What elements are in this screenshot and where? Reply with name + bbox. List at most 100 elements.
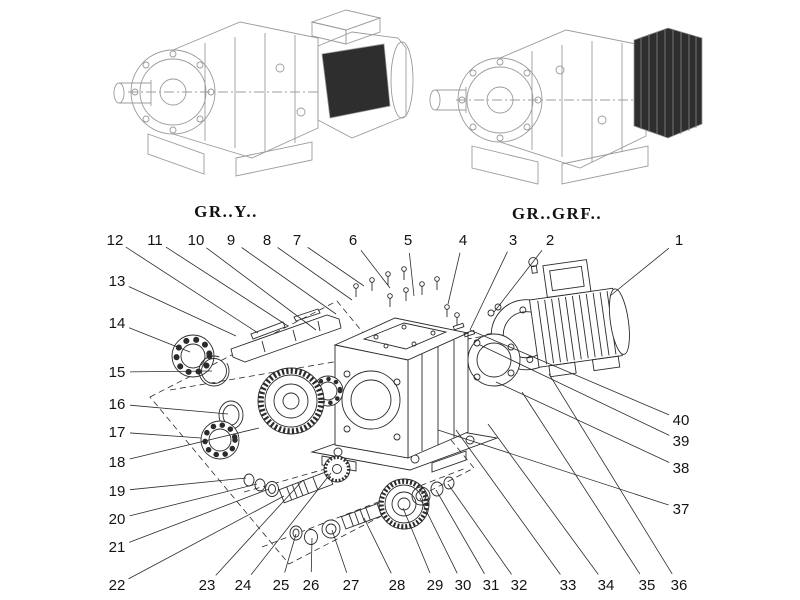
part-number-2: 2 bbox=[546, 232, 554, 249]
cover-bolts bbox=[353, 266, 460, 325]
part-number-13: 13 bbox=[109, 273, 126, 290]
output-shaft bbox=[429, 87, 467, 113]
leader-line-15 bbox=[129, 370, 213, 373]
leader-line-21 bbox=[129, 488, 270, 543]
motor bbox=[486, 257, 630, 378]
input-shaft-assembly bbox=[230, 308, 342, 363]
leader-line-1 bbox=[609, 247, 670, 297]
assembled-view-gr-grf bbox=[429, 27, 703, 185]
part-number-14: 14 bbox=[109, 315, 126, 332]
shaft-key bbox=[250, 321, 286, 340]
part-number-39: 39 bbox=[673, 433, 690, 450]
part-number-33: 33 bbox=[560, 577, 577, 594]
leader-line-3 bbox=[469, 251, 508, 331]
motor-assembled bbox=[310, 9, 414, 139]
leader-line-11 bbox=[165, 246, 289, 327]
leader-line-35 bbox=[521, 391, 641, 575]
leader-line-7 bbox=[307, 247, 365, 287]
inspection-cover bbox=[362, 322, 448, 350]
pinion-shaft bbox=[278, 470, 334, 504]
leader-line-23 bbox=[215, 479, 304, 576]
leader-line-20 bbox=[129, 483, 258, 517]
leader-line-37 bbox=[437, 429, 669, 506]
leader-line-32 bbox=[447, 483, 512, 575]
leader-line-4 bbox=[447, 252, 461, 305]
leader-line-8 bbox=[277, 247, 353, 301]
motor-foot bbox=[591, 355, 621, 372]
fan-cover bbox=[608, 288, 630, 355]
output-gear bbox=[378, 478, 430, 530]
output-shaft bbox=[113, 80, 152, 106]
part-number-29: 29 bbox=[427, 577, 444, 594]
leader-line-29 bbox=[402, 507, 431, 574]
part-number-5: 5 bbox=[404, 232, 412, 249]
part-number-38: 38 bbox=[673, 460, 690, 477]
part-number-24: 24 bbox=[235, 577, 252, 594]
part-number-23: 23 bbox=[199, 577, 216, 594]
shaft-key bbox=[293, 308, 321, 322]
part-number-21: 21 bbox=[109, 539, 126, 556]
leader-line-10 bbox=[206, 247, 317, 331]
small-gear bbox=[323, 455, 351, 483]
adapter-flange bbox=[467, 333, 521, 387]
leader-line-12 bbox=[125, 246, 259, 334]
leader-line-19 bbox=[129, 477, 247, 491]
leader-line-31 bbox=[435, 489, 485, 574]
leader-line-39 bbox=[479, 344, 670, 436]
part-number-4: 4 bbox=[459, 232, 467, 249]
leader-line-2 bbox=[493, 250, 543, 313]
part-number-8: 8 bbox=[263, 232, 271, 249]
washer-set bbox=[243, 473, 279, 497]
part-number-30: 30 bbox=[455, 577, 472, 594]
part-number-19: 19 bbox=[109, 483, 126, 500]
terminal-box bbox=[542, 259, 592, 298]
gearbox-housing bbox=[333, 317, 470, 459]
leader-line-6 bbox=[360, 250, 391, 289]
part-number-20: 20 bbox=[109, 511, 126, 528]
motor-adapter-parts bbox=[452, 303, 521, 387]
output-shaft-assembly bbox=[289, 476, 455, 545]
leader-line-38 bbox=[495, 381, 670, 463]
part-number-36: 36 bbox=[671, 577, 688, 594]
part-number-9: 9 bbox=[227, 232, 235, 249]
eyebolt bbox=[528, 257, 539, 268]
part-number-15: 15 bbox=[109, 364, 126, 381]
leader-line-25 bbox=[284, 533, 297, 573]
part-number-28: 28 bbox=[389, 577, 406, 594]
mounting-feet bbox=[471, 145, 649, 185]
housing-body bbox=[456, 29, 647, 169]
housing-body bbox=[128, 21, 319, 159]
part-number-17: 17 bbox=[109, 424, 126, 441]
part-number-12: 12 bbox=[107, 232, 124, 249]
part-number-22: 22 bbox=[109, 577, 126, 594]
large-gear bbox=[257, 367, 325, 435]
part-number-6: 6 bbox=[349, 232, 357, 249]
leader-line-26 bbox=[310, 537, 313, 573]
motor-dark-core bbox=[321, 43, 391, 119]
leader-line-28 bbox=[363, 517, 392, 574]
part-number-27: 27 bbox=[343, 577, 360, 594]
leader-line-16 bbox=[129, 404, 229, 415]
part-number-31: 31 bbox=[483, 577, 500, 594]
leader-line-5 bbox=[408, 252, 415, 297]
ball-bearing-lower bbox=[200, 420, 240, 460]
variant-label-gr-y: GR..Y.. bbox=[194, 202, 258, 221]
leader-lines bbox=[125, 246, 673, 580]
part-number-40: 40 bbox=[673, 412, 690, 429]
leader-line-27 bbox=[331, 529, 348, 573]
leader-line-14 bbox=[128, 327, 191, 353]
motor-foot bbox=[548, 361, 577, 378]
part-number-11: 11 bbox=[147, 232, 163, 249]
leader-line-24 bbox=[250, 472, 332, 576]
part-number-18: 18 bbox=[109, 454, 126, 471]
part-number-1: 1 bbox=[675, 232, 683, 249]
part-number-3: 3 bbox=[509, 232, 517, 249]
mounting-feet bbox=[147, 133, 313, 177]
part-number-34: 34 bbox=[598, 577, 615, 594]
part-number-32: 32 bbox=[511, 577, 528, 594]
leader-line-36 bbox=[548, 373, 673, 575]
leader-line-22 bbox=[128, 495, 285, 580]
leader-line-17 bbox=[129, 432, 202, 439]
